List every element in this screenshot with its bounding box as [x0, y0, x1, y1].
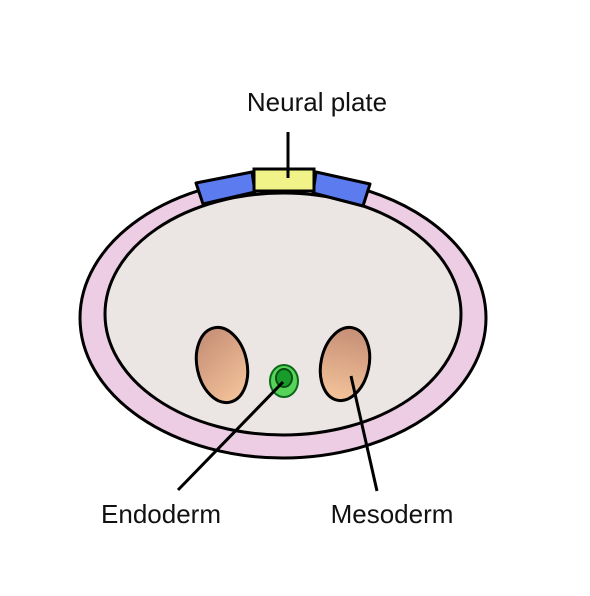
neural-plate [252, 167, 316, 193]
mesoderm-right [318, 325, 372, 403]
neural-plate-label: Neural plate [247, 87, 387, 117]
mesoderm-label: Mesoderm [331, 499, 454, 529]
endoderm-inner [275, 368, 293, 388]
endoderm-leader-line [176, 380, 285, 492]
endoderm-label: Endoderm [101, 499, 221, 529]
mesoderm-left [194, 325, 250, 405]
inner-cavity [103, 191, 463, 437]
mesoderm-leader-line [349, 375, 379, 492]
